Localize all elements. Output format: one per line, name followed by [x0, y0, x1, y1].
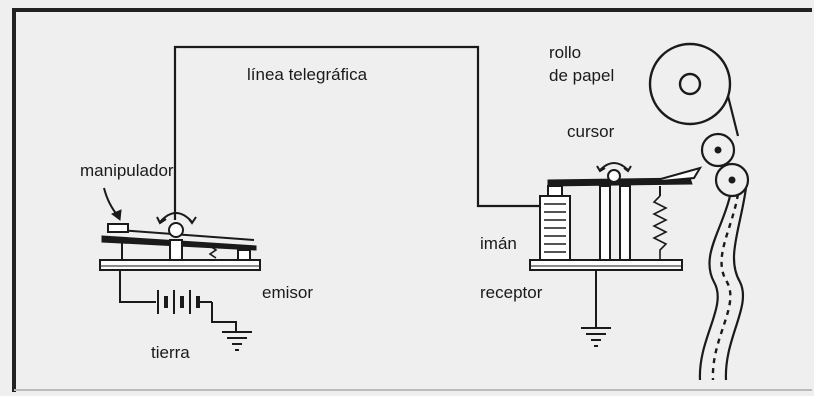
- receiver-pivot-arrow-icon: [599, 162, 629, 171]
- receiver-pivot: [607, 169, 621, 183]
- key-pivot: [168, 222, 184, 238]
- manipulador-arrow-icon: [103, 187, 122, 221]
- label-receptor: receptor: [480, 283, 543, 302]
- tape-dashes: [711, 193, 740, 381]
- label-iman: imán: [480, 234, 517, 253]
- label-linea-telegrafica: línea telegráfica: [247, 65, 368, 84]
- key-knob: [107, 223, 129, 233]
- transmitter-base: [99, 259, 261, 271]
- key-spring: [208, 245, 218, 259]
- ground-icon-receptor: [581, 327, 611, 347]
- paper-tape: [698, 187, 748, 381]
- coil-windings: [544, 203, 566, 253]
- receiver-spring: [652, 195, 668, 260]
- battery-icon: [150, 290, 212, 314]
- paper-roll-core: [678, 72, 702, 96]
- telegraph-wire: [173, 45, 540, 220]
- label-rollo: rollo: [549, 43, 582, 62]
- label-manipulador: manipulador: [80, 161, 174, 180]
- label-emisor: emisor: [262, 283, 314, 302]
- receiver: [529, 162, 703, 347]
- label-de-papel: de papel: [549, 66, 615, 85]
- label-tierra: tierra: [151, 343, 190, 362]
- ground-icon-emisor: [222, 331, 252, 351]
- cursor-stylus: [649, 166, 703, 183]
- receiver-base: [529, 259, 683, 271]
- paper-roll: [648, 42, 750, 198]
- diagram-frame: [12, 8, 812, 392]
- transmitter: [99, 212, 261, 351]
- label-cursor: cursor: [567, 122, 615, 141]
